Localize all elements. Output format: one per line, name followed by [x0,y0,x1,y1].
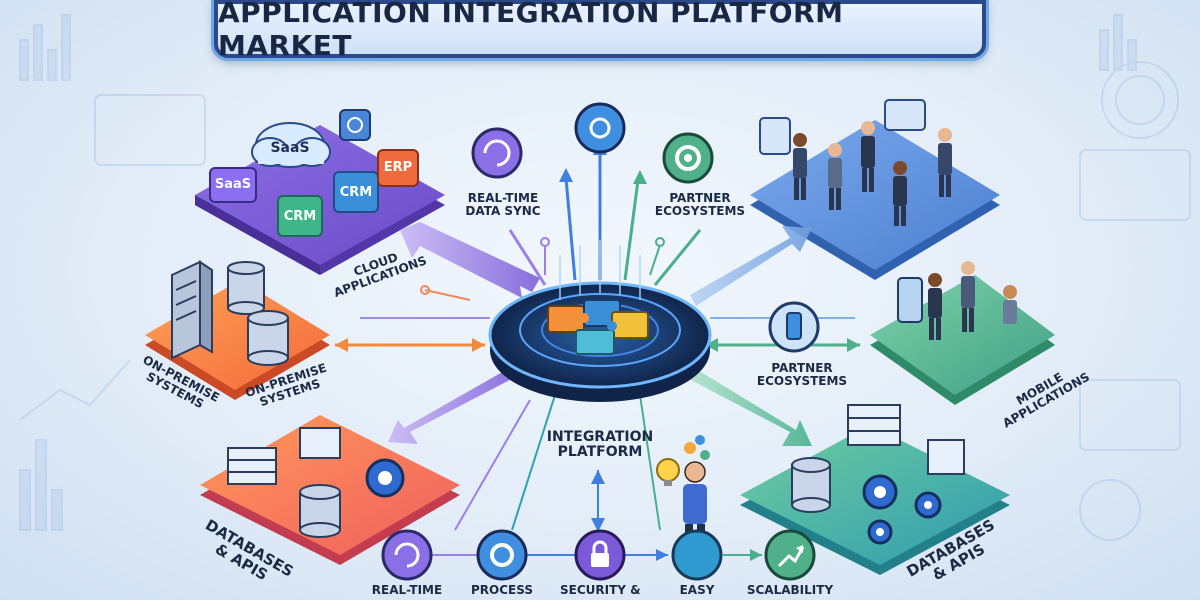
cloud-icon [251,122,331,168]
erp-chip: ERP [383,160,413,175]
lightbulb-icon [656,435,710,486]
database-icon [791,457,831,513]
crm-chip-1: CRM [283,209,317,224]
mobile-icon [897,277,923,323]
document-icon [759,117,791,155]
partner-ecosystems-mid-label: PARTNER ECOSYSTEMS [756,361,848,388]
gear-icon [662,132,714,184]
title-banner: APPLICATION INTEGRATION PLATFORM MARKET [214,0,986,62]
database-icon [299,484,341,538]
server-icon [171,260,213,360]
database-icon [227,261,289,366]
erp-chip-bg [377,149,419,187]
bottom-feature-security: SECURITY & [560,583,641,597]
easy-icon [671,529,723,581]
people-icon [928,261,1017,340]
partner-platform-top [750,120,1000,280]
realtime-sync-label: REAL-TIME DATA SYNC [465,191,541,218]
lock-icon [574,529,626,581]
connector-arrows [335,140,860,561]
saas-chip: SaaS [214,177,252,192]
window-icon [927,439,965,475]
saas-chip-bg [209,167,257,203]
saas-cloud-label: SaaS [270,140,310,156]
gear-screen-icon [884,99,926,131]
network-icon [574,102,626,154]
background-decor [19,14,1191,541]
bottom-feature-easy: EASY [679,583,715,597]
crm-chip-bg-2 [333,171,379,213]
crm-chip-2: CRM [339,185,373,200]
puzzle-icon [547,299,649,355]
table-icon [847,404,901,446]
mobile-icon [768,301,820,353]
crm-chip-bg-1 [277,195,323,237]
table-icon [227,447,277,485]
bottom-feature-realtime: REAL-TIME [371,583,443,597]
gear-icon [914,491,942,519]
page-title: APPLICATION INTEGRATION PLATFORM MARKET [218,0,844,62]
bottom-feature-scalability: SCALABILITY [746,583,834,597]
gear-icon [476,529,528,581]
integration-platform-label: INTEGRATION PLATFORM [546,429,654,460]
window-icon [299,427,341,459]
gear-icon [339,109,371,141]
partner-ecosystems-top-label: PARTNER ECOSYSTEMS [654,191,746,218]
gear-icon [365,458,405,498]
people-icon [793,121,952,226]
gear-icon [862,474,898,510]
bottom-feature-process: PROCESS [471,583,533,597]
chart-icon [764,529,816,581]
sync-icon [471,127,523,179]
gear-icon [867,519,893,545]
sync-icon [381,529,433,581]
